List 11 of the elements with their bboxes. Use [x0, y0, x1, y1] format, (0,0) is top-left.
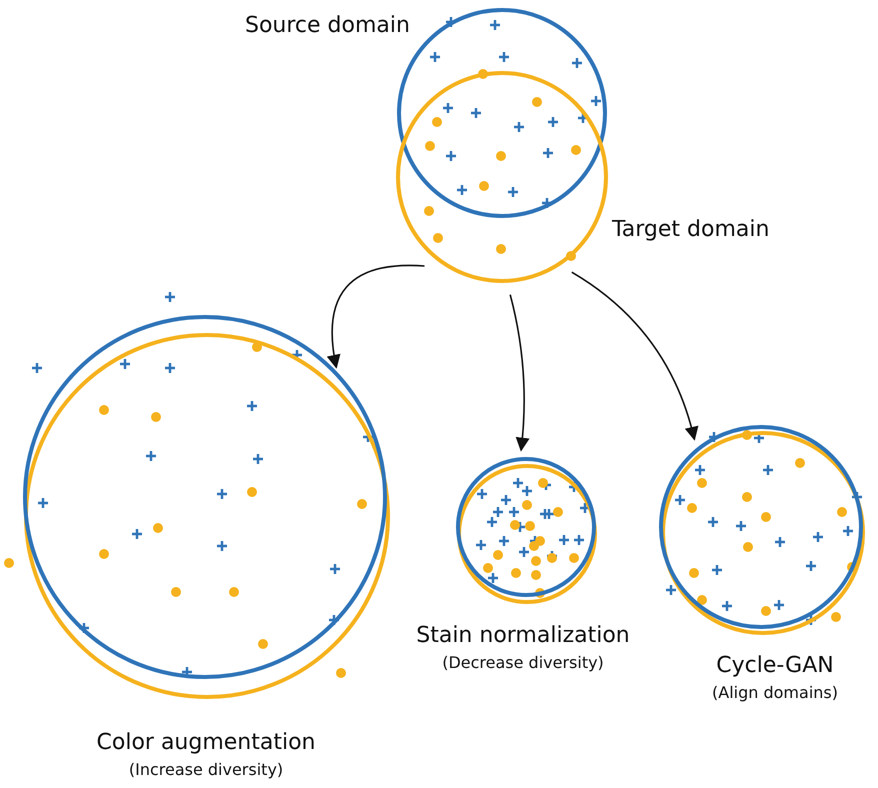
method-title: Color augmentation: [96, 730, 316, 755]
domain-label: Target domain: [612, 217, 770, 242]
curved-arrow: [571, 272, 698, 441]
method-subtitle: (Decrease diversity): [442, 653, 604, 672]
method-subtitle: (Increase diversity): [128, 760, 284, 779]
method-title: Cycle-GAN: [716, 653, 834, 678]
curved-arrow: [509, 294, 530, 452]
method-title: Stain normalization: [416, 623, 630, 648]
method-subtitle: (Align domains): [712, 683, 838, 702]
domain-label: Source domain: [245, 13, 410, 38]
curved-arrow: [327, 264, 425, 369]
